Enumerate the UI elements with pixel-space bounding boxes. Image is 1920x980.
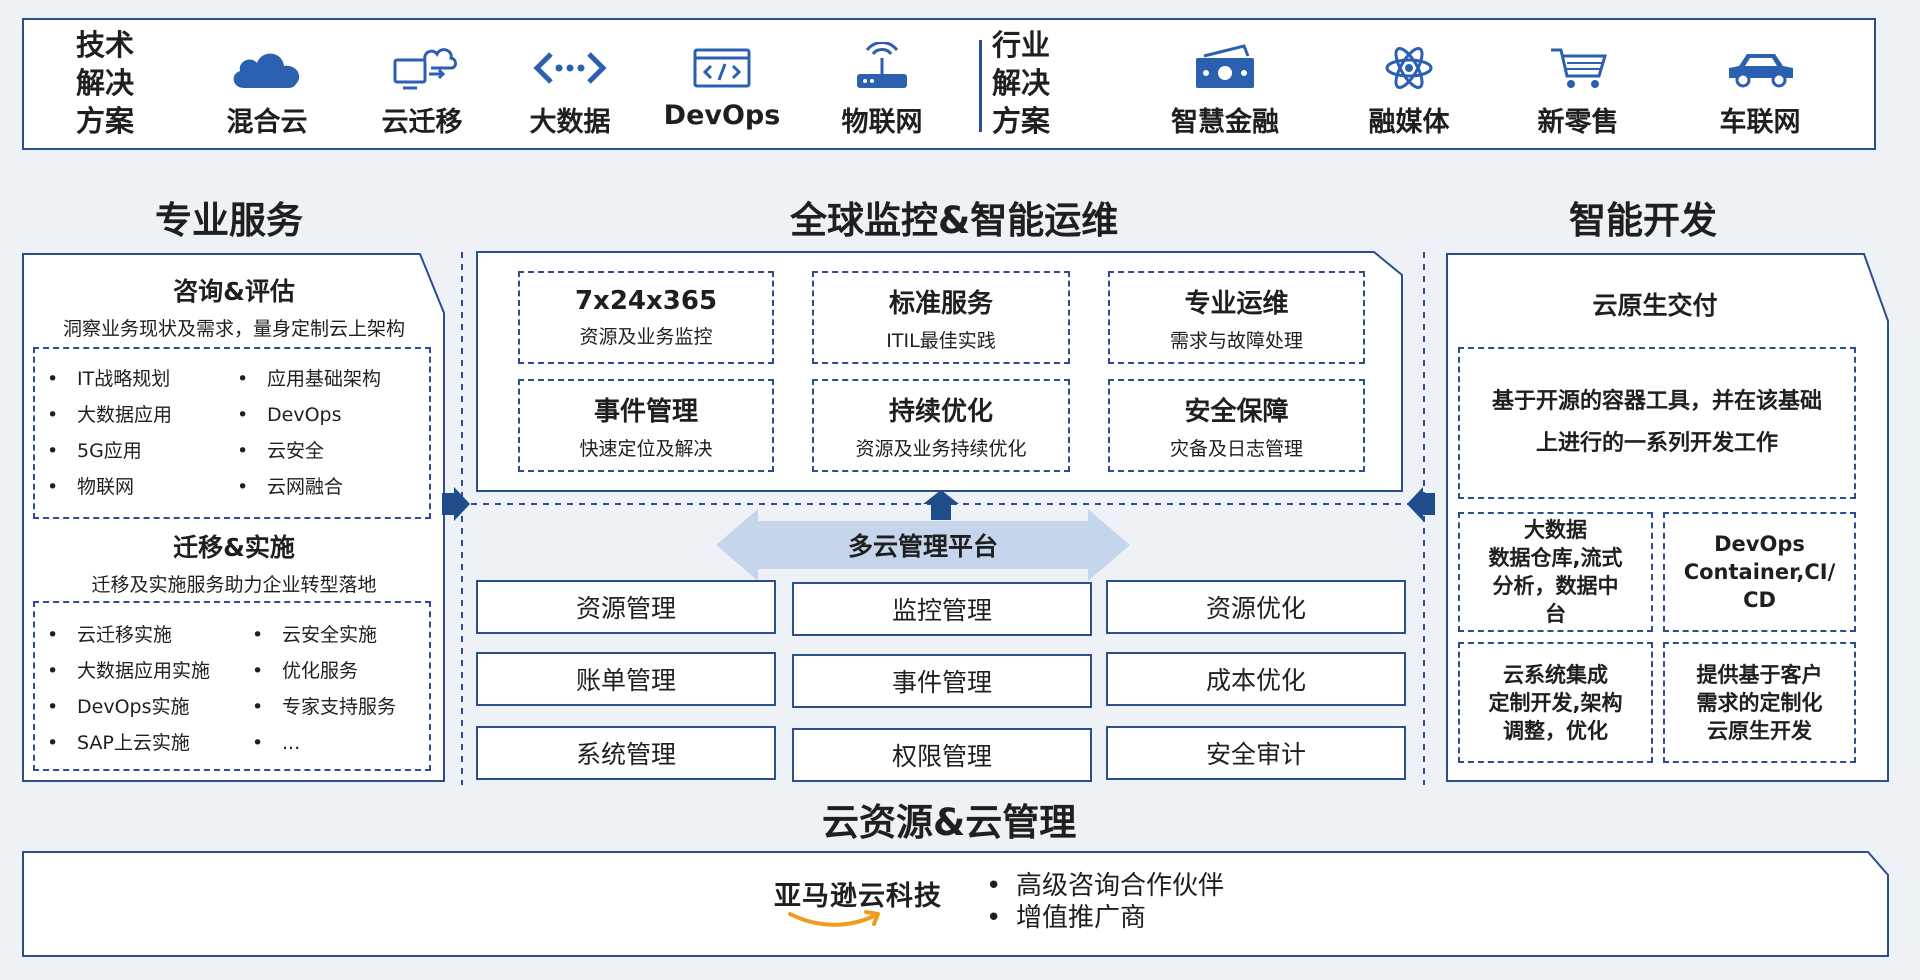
banner-divider [979,40,982,132]
dev-card-custom-native[interactable]: 提供基于客户 需求的定制化 云原生开发 [1663,642,1856,763]
brand-name: 亚马逊云科技 [774,881,942,912]
partner-badge: 高级咨询合作伙伴 [974,870,1224,902]
platform-label: 多云管理平台 [847,532,998,561]
devops-code-icon [693,48,751,88]
consult-list-right: 应用基础架构 DevOps 云安全 云网融合 [225,361,381,517]
migrate-title: 迁移&实施 [173,533,295,562]
list-item: 5G应用 [35,433,225,469]
arrow-right-icon [442,487,470,521]
tech-item-devops[interactable]: DevOps [647,42,797,131]
migrate-list-box: 云迁移实施 大数据应用实施 DevOps实施 SAP上云实施 云安全实施 优化服… [33,601,431,771]
mgmt-item-system[interactable]: 系统管理 [476,726,776,780]
finance-money-icon [1196,44,1254,88]
professional-services-title: 专业服务 [155,199,303,242]
monitor-card-7x24[interactable]: 7x24x365 资源及业务监控 [518,271,774,364]
migrate-desc: 迁移及实施服务助力企业转型落地 [91,574,377,596]
mgmt-item-resource-optimization[interactable]: 资源优化 [1106,580,1406,634]
list-item: DevOps [225,397,381,433]
industry-item-vehicle-network[interactable]: 车联网 [1685,42,1835,139]
tech-item-big-data[interactable]: 大数据 [495,42,645,139]
monitor-card-security[interactable]: 安全保障 灾备及日志管理 [1108,379,1365,472]
industry-item-finance[interactable]: 智慧金融 [1150,42,1300,139]
list-item: 应用基础架构 [225,361,381,397]
partner-badge: 增值推广商 [974,902,1224,934]
migrate-header: 迁移&实施 迁移及实施服务助力企业转型落地 [22,528,446,597]
migrate-list-left: 云迁移实施 大数据应用实施 DevOps实施 SAP上云实施 [35,617,240,769]
cloud-native-delivery-title: 云原生交付 [1592,291,1718,320]
tech-item-cloud-migration[interactable]: 云迁移 [347,42,497,139]
mgmt-item-permission[interactable]: 权限管理 [792,728,1092,782]
monitor-card-professional-ops[interactable]: 专业运维 需求与故障处理 [1108,271,1365,364]
arrow-up-icon [923,490,959,520]
list-item: 大数据应用 [35,397,225,433]
solutions-banner: 技术 解决 方案 混合云 云迁移 大数据 DevOps 物联网 行业 解决 方案… [22,18,1876,150]
media-atom-icon [1385,47,1433,89]
cloud-icon [233,53,300,88]
monitor-card-standard-service[interactable]: 标准服务 ITIL最佳实践 [812,271,1070,364]
consult-desc: 洞察业务现状及需求，量身定制云上架构 [62,318,405,340]
list-item: 云安全实施 [240,617,396,653]
car-icon [1729,54,1793,88]
migrate-list-right: 云安全实施 优化服务 专家支持服务 ... [240,617,396,769]
dev-main-card[interactable]: 基于开源的容器工具，并在该基础 上进行的一系列开发工作 [1458,347,1856,499]
dev-card-big-data[interactable]: 大数据 数据仓库,流式 分析，数据中 台 [1458,512,1653,632]
platform-double-arrow [716,509,1130,581]
list-item: 物联网 [35,469,225,505]
industry-item-media[interactable]: 融媒体 [1334,42,1484,139]
dev-card-system-integration[interactable]: 云系统集成 定制开发,架构 调整，优化 [1458,642,1653,763]
monitoring-title: 全球监控&智能运维 [790,199,1119,242]
tech-solutions-label: 技术 解决 方案 [76,28,135,138]
list-item: ... [240,725,396,761]
cloud-resource-title: 云资源&云管理 [822,801,1077,844]
mgmt-item-monitoring[interactable]: 监控管理 [792,582,1092,636]
mgmt-item-billing[interactable]: 账单管理 [476,652,776,706]
consult-header: 咨询&评估 洞察业务现状及需求，量身定制云上架构 [22,272,446,341]
mgmt-item-security-audit[interactable]: 安全审计 [1106,726,1406,780]
iot-router-icon [857,42,907,88]
list-item: 云网融合 [225,469,381,505]
amazon-smile-icon [788,910,880,927]
smart-dev-title: 智能开发 [1569,199,1717,242]
consult-list-box: IT战略规划 大数据应用 5G应用 物联网 应用基础架构 DevOps 云安全 … [33,347,431,519]
industry-solutions-label: 行业 解决 方案 [992,28,1051,138]
list-item: DevOps实施 [35,689,240,725]
arrow-left-icon [1407,487,1435,521]
mgmt-item-resource[interactable]: 资源管理 [476,580,776,634]
monitor-card-continuous-optimization[interactable]: 持续优化 资源及业务持续优化 [812,379,1070,472]
consult-list-left: IT战略规划 大数据应用 5G应用 物联网 [35,361,225,517]
mgmt-item-cost-optimization[interactable]: 成本优化 [1106,652,1406,706]
consult-title: 咨询&评估 [173,277,295,306]
partner-badges: 高级咨询合作伙伴 增值推广商 [974,870,1224,934]
list-item: SAP上云实施 [35,725,240,761]
retail-cart-icon [1551,48,1608,88]
amazon-brand: 亚马逊云科技 [774,874,944,934]
monitor-card-event-management[interactable]: 事件管理 快速定位及解决 [518,379,774,472]
list-item: 云迁移实施 [35,617,240,653]
cloud-migration-icon [393,48,457,90]
mgmt-item-event[interactable]: 事件管理 [792,654,1092,708]
dev-card-devops[interactable]: DevOps Container,CI/ CD [1663,512,1856,632]
tech-item-iot[interactable]: 物联网 [807,42,957,139]
list-item: 云安全 [225,433,381,469]
list-item: IT战略规划 [35,361,225,397]
industry-item-retail[interactable]: 新零售 [1503,42,1653,139]
tech-item-hybrid-cloud[interactable]: 混合云 [192,42,342,139]
list-item: 专家支持服务 [240,689,396,725]
footer-frame [22,851,1889,957]
big-data-icon [533,52,607,84]
list-item: 优化服务 [240,653,396,689]
list-item: 大数据应用实施 [35,653,240,689]
